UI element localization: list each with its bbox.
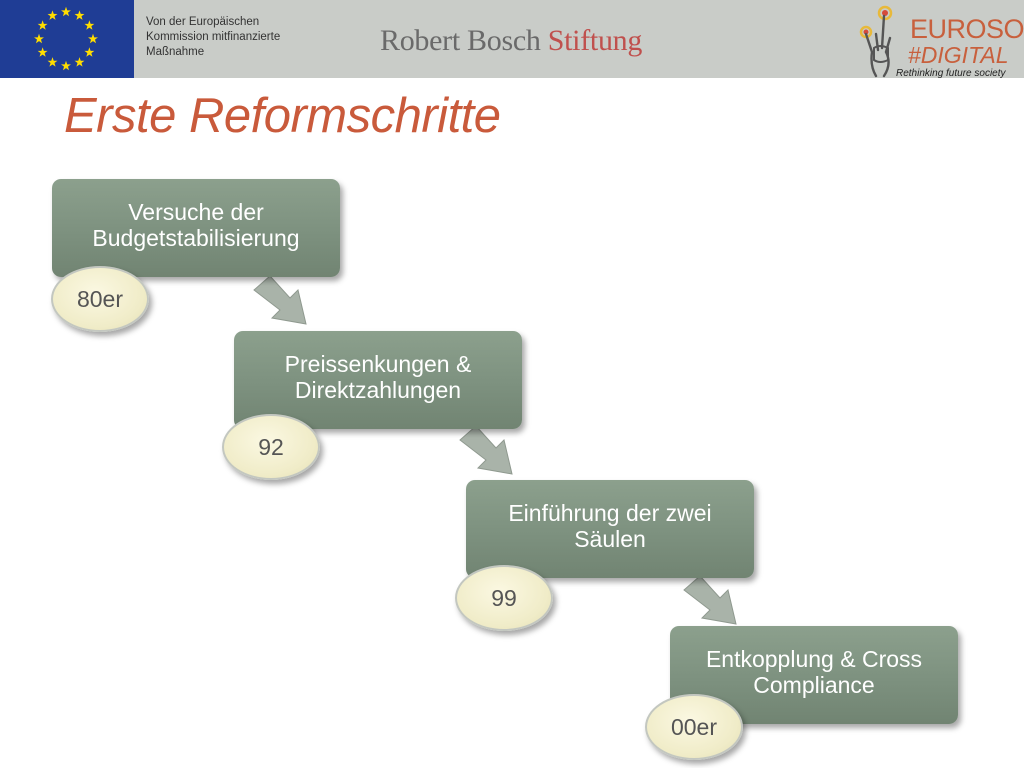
eu-funding-note: Von der Europäischen Kommission mitfinan… bbox=[146, 15, 280, 60]
header-bar: Von der Europäischen Kommission mitfinan… bbox=[0, 0, 1024, 79]
step-box-4: Entkopplung & Cross Compliance bbox=[670, 626, 958, 724]
eu-star bbox=[84, 47, 95, 57]
hand-icon bbox=[859, 5, 893, 78]
eu-stars-icon bbox=[34, 6, 98, 71]
eu-text-line: Von der Europäischen bbox=[146, 16, 260, 28]
period-badge-3: 99 bbox=[455, 565, 553, 631]
robert-bosch-stiftung-logo: Robert Bosch Stiftung bbox=[380, 24, 642, 58]
eu-star bbox=[37, 47, 48, 57]
arrow-step2-to-step3 bbox=[459, 425, 513, 475]
arrow-step1-to-step2 bbox=[253, 275, 307, 325]
slide-title: Erste Reformschritte bbox=[64, 89, 501, 143]
eu-flag-logo bbox=[0, 0, 134, 78]
eurosoc-digital: #DIGITAL bbox=[908, 42, 1009, 68]
arrow-step3-to-step4 bbox=[683, 575, 737, 625]
eurosoc-title: EUROSOC bbox=[910, 14, 1024, 44]
period-badge-1: 80er bbox=[51, 266, 149, 332]
eu-star bbox=[84, 20, 95, 30]
period-badge-4: 00er bbox=[645, 694, 743, 760]
eu-star bbox=[34, 33, 44, 44]
bosch-stiftung: Stiftung bbox=[547, 24, 643, 57]
eu-star bbox=[88, 33, 98, 44]
eu-text-line: Kommission mitfinanzierte bbox=[146, 31, 281, 43]
eu-star bbox=[37, 20, 48, 30]
eu-star bbox=[47, 10, 58, 20]
eu-star bbox=[47, 57, 58, 67]
eu-star bbox=[74, 57, 85, 67]
step-box-1: Versuche der Budgetstabilisierung bbox=[52, 179, 340, 277]
period-badge-2: 92 bbox=[222, 414, 320, 480]
step-box-2: Preissenkungen & Direktzahlungen bbox=[234, 331, 522, 429]
eu-star bbox=[61, 60, 71, 71]
step-box-3: Einführung der zwei Säulen bbox=[466, 480, 754, 578]
eu-star bbox=[61, 6, 71, 17]
bosch-name: Robert Bosch bbox=[380, 24, 541, 57]
eu-text-line: Maßnahme bbox=[146, 46, 205, 58]
eu-star bbox=[74, 10, 85, 20]
eurosoc-digital-logo: EUROSOC #DIGITAL Rethinking future socie… bbox=[848, 2, 1024, 79]
eurosoc-tagline: Rethinking future society bbox=[896, 68, 1006, 79]
